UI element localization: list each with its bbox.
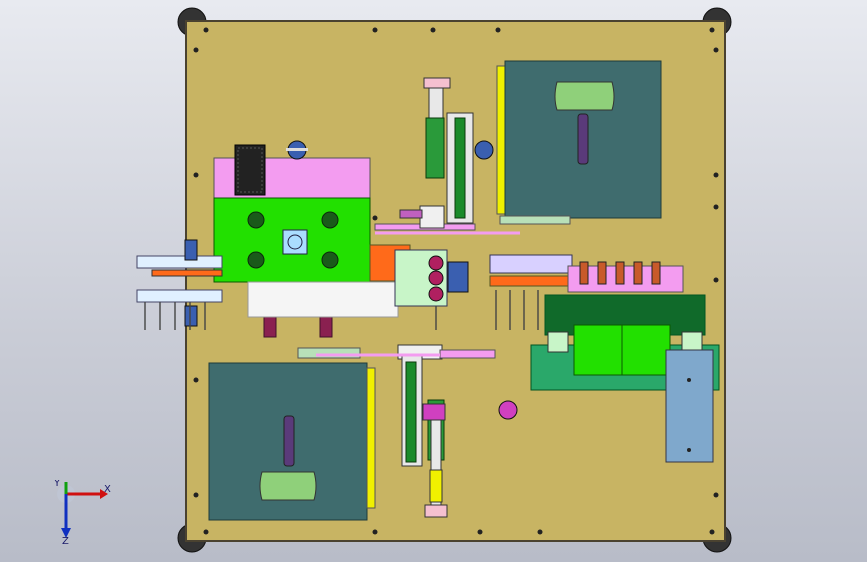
feeder-comb-right[interactable] bbox=[489, 254, 684, 330]
indicator-ball-right bbox=[474, 140, 494, 160]
center-coupler[interactable] bbox=[282, 229, 308, 255]
cover-latch-bottom[interactable] bbox=[283, 415, 295, 467]
triad-y-label: Y bbox=[53, 480, 61, 489]
triad-z-label: Z bbox=[62, 536, 69, 546]
cover-bottom-left[interactable] bbox=[208, 347, 376, 521]
mounting-holes bbox=[193, 27, 719, 535]
indicator-ball-bottom bbox=[498, 400, 518, 420]
motor-block[interactable] bbox=[234, 144, 266, 196]
press-module[interactable] bbox=[530, 294, 720, 463]
feeder-rails-left[interactable] bbox=[136, 239, 223, 330]
thin-rails bbox=[316, 231, 520, 357]
vertical-slide-top[interactable] bbox=[399, 77, 494, 229]
gear-module[interactable] bbox=[213, 140, 399, 338]
cover-latch-top[interactable] bbox=[577, 113, 589, 165]
cover-handle-bottom[interactable] bbox=[259, 471, 317, 501]
cover-top-right[interactable] bbox=[496, 60, 662, 225]
axis-triad: X Y Z bbox=[53, 480, 111, 546]
cover-handle-top[interactable] bbox=[554, 81, 615, 111]
gear-bolts bbox=[247, 211, 339, 269]
triad-x-label: X bbox=[104, 484, 111, 495]
